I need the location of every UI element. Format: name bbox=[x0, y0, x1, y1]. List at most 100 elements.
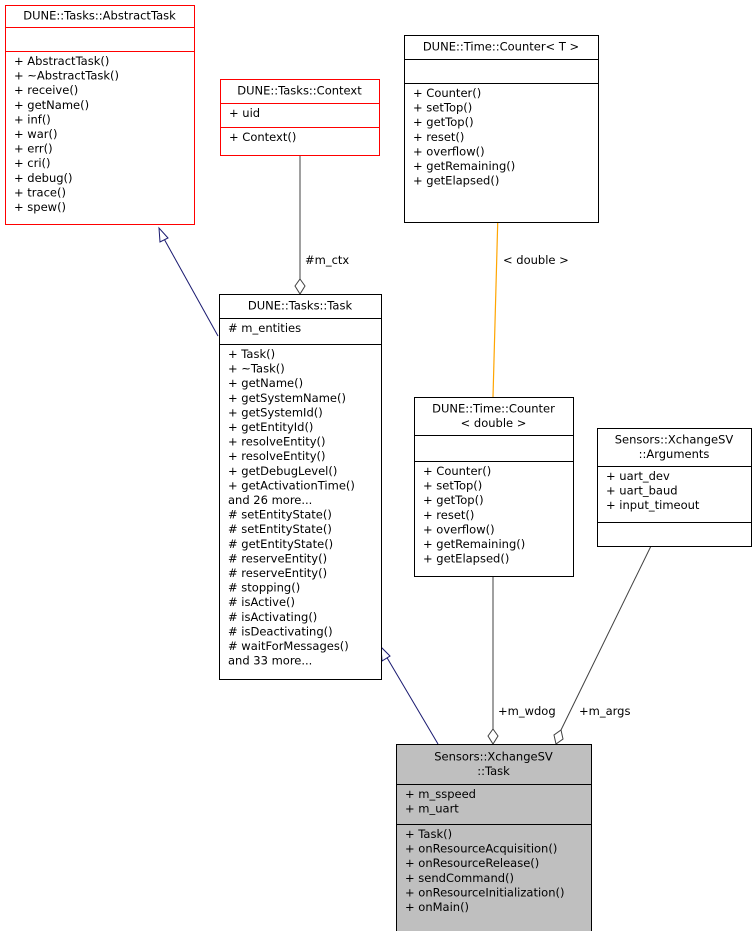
class-method: + Task() bbox=[405, 827, 452, 841]
class-method: + Counter() bbox=[423, 464, 491, 478]
class-method: + getRemaining() bbox=[423, 537, 525, 551]
class-method: and 33 more... bbox=[228, 654, 312, 668]
class-method: + onResourceInitialization() bbox=[405, 885, 564, 899]
class-method: + setTop() bbox=[413, 101, 472, 115]
aggregation-diamond-context bbox=[294, 278, 306, 295]
inheritance-arrowhead-task bbox=[380, 645, 391, 662]
class-title: DUNE::Tasks::AbstractTask bbox=[23, 9, 176, 23]
class-method: # isActive() bbox=[228, 595, 295, 609]
class-attribute: # m_entities bbox=[228, 321, 301, 335]
class-title: ::Arguments bbox=[639, 447, 710, 461]
class-method: + spew() bbox=[14, 200, 66, 214]
inheritance-arrowhead-abstracttask bbox=[158, 226, 169, 243]
class-method: + debug() bbox=[14, 171, 73, 185]
class-counter-double[interactable]: DUNE::Time::Counter< double >+ Counter()… bbox=[414, 397, 574, 577]
aggregation-diamond-wdog bbox=[487, 728, 499, 745]
class-box bbox=[396, 744, 592, 931]
class-method: + ~Task() bbox=[228, 362, 285, 376]
edges: #m_ctx < double > +m_wdog +m_args bbox=[158, 156, 652, 745]
class-method: + getEntityId() bbox=[228, 420, 313, 434]
class-sv-task[interactable]: Sensors::XchangeSV::Task+ m_sspeed+ m_ua… bbox=[396, 744, 592, 931]
class-title: < double > bbox=[461, 416, 527, 430]
class-method: + getElapsed() bbox=[413, 174, 499, 188]
edge-label-template: < double > bbox=[503, 253, 569, 267]
class-method: and 26 more... bbox=[228, 493, 312, 507]
class-method: + receive() bbox=[14, 83, 78, 97]
edge-label-m-ctx: #m_ctx bbox=[305, 253, 349, 267]
class-method: + Counter() bbox=[413, 86, 481, 100]
class-method: + err() bbox=[14, 142, 53, 156]
class-method: # getEntityState() bbox=[228, 537, 333, 551]
class-box bbox=[597, 428, 752, 547]
class-method: + getRemaining() bbox=[413, 159, 515, 173]
aggregation-args bbox=[560, 545, 652, 731]
edge-label-m-wdog: +m_wdog bbox=[498, 704, 556, 718]
inheritance-task-abstracttask bbox=[162, 236, 219, 337]
class-attribute: + uart_baud bbox=[606, 484, 678, 498]
class-abstract-task[interactable]: DUNE::Tasks::AbstractTask+ AbstractTask(… bbox=[5, 5, 195, 225]
class-method: + getTop() bbox=[423, 493, 484, 507]
class-method: + getTop() bbox=[413, 115, 474, 129]
class-box bbox=[404, 35, 599, 223]
class-method: # reserveEntity() bbox=[228, 551, 327, 565]
class-box bbox=[414, 397, 574, 577]
class-title: DUNE::Tasks::Context bbox=[237, 84, 362, 98]
class-method: + overflow() bbox=[413, 144, 485, 158]
class-attribute: + uart_dev bbox=[606, 469, 670, 483]
class-method: + getName() bbox=[228, 376, 303, 390]
class-method: + reset() bbox=[413, 130, 464, 144]
class-method: + war() bbox=[14, 127, 57, 141]
class-title: DUNE::Time::Counter bbox=[432, 401, 555, 415]
class-method: # setEntityState() bbox=[228, 522, 332, 536]
class-attribute: + uid bbox=[229, 106, 260, 120]
inheritance-svtask-task bbox=[385, 655, 439, 745]
class-method: # waitForMessages() bbox=[228, 639, 349, 653]
class-box bbox=[220, 79, 380, 156]
class-method: + trace() bbox=[14, 185, 66, 199]
class-context[interactable]: DUNE::Tasks::Context+ uid+ Context() bbox=[220, 79, 380, 156]
class-method: + getActivationTime() bbox=[228, 478, 355, 492]
class-title: DUNE::Tasks::Task bbox=[248, 299, 353, 313]
class-method: + inf() bbox=[14, 112, 51, 126]
class-method: + ~AbstractTask() bbox=[14, 69, 119, 83]
class-method: + overflow() bbox=[423, 522, 495, 536]
class-box bbox=[219, 294, 382, 680]
class-method: + onMain() bbox=[405, 900, 469, 914]
class-title: Sensors::XchangeSV bbox=[615, 432, 734, 446]
class-title: ::Task bbox=[477, 764, 510, 778]
class-method: + sendCommand() bbox=[405, 871, 514, 885]
class-counter-t[interactable]: DUNE::Time::Counter< T >+ Counter()+ set… bbox=[404, 35, 599, 223]
class-method: + onResourceRelease() bbox=[405, 856, 539, 870]
class-method: + getName() bbox=[14, 98, 89, 112]
class-attribute: + input_timeout bbox=[606, 498, 700, 512]
template-edge bbox=[492, 211, 499, 398]
aggregation-diamond-args bbox=[553, 729, 564, 745]
class-task[interactable]: DUNE::Tasks::Task# m_entities+ Task()+ ~… bbox=[219, 294, 382, 680]
class-box bbox=[5, 5, 195, 225]
class-method: + Context() bbox=[229, 130, 296, 144]
class-method: # reserveEntity() bbox=[228, 566, 327, 580]
class-method: + reset() bbox=[423, 508, 474, 522]
class-title: Sensors::XchangeSV bbox=[434, 749, 553, 763]
class-method: # stopping() bbox=[228, 581, 300, 595]
class-method: + getDebugLevel() bbox=[228, 464, 337, 478]
class-method: + cri() bbox=[14, 156, 51, 170]
class-method: + Task() bbox=[228, 347, 275, 361]
class-title: DUNE::Time::Counter< T > bbox=[423, 40, 579, 54]
class-boxes: DUNE::Tasks::AbstractTask+ AbstractTask(… bbox=[5, 5, 752, 931]
class-method: + resolveEntity() bbox=[228, 435, 326, 449]
class-method: + resolveEntity() bbox=[228, 449, 326, 463]
class-method: + getSystemId() bbox=[228, 405, 323, 419]
class-arguments[interactable]: Sensors::XchangeSV::Arguments+ uart_dev+… bbox=[597, 428, 752, 547]
class-method: + getElapsed() bbox=[423, 552, 509, 566]
class-attribute: + m_sspeed bbox=[405, 787, 476, 801]
class-method: + onResourceAcquisition() bbox=[405, 842, 557, 856]
edge-label-m-args: +m_args bbox=[579, 704, 630, 718]
class-method: + getSystemName() bbox=[228, 391, 346, 405]
class-method: + AbstractTask() bbox=[14, 54, 109, 68]
class-method: # isDeactivating() bbox=[228, 624, 333, 638]
class-attribute: + m_uart bbox=[405, 802, 459, 816]
class-method: # isActivating() bbox=[228, 610, 317, 624]
